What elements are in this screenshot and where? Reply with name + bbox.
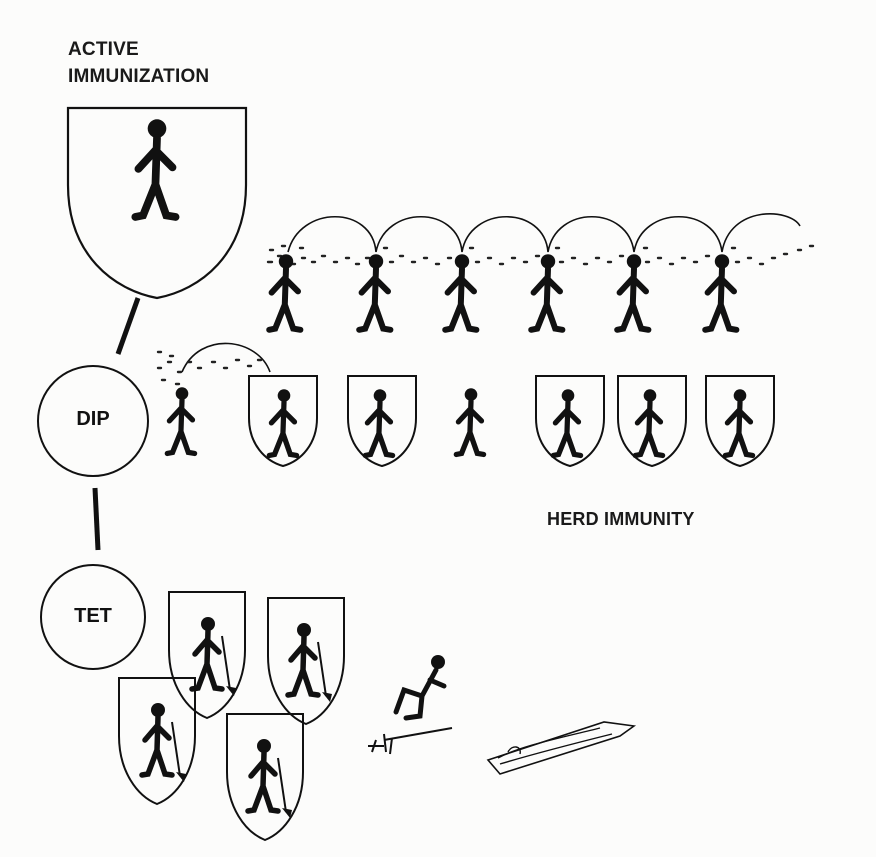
big-shield-icon (66, 106, 248, 300)
tet-circle (40, 564, 146, 670)
lying-person-icon (486, 721, 637, 775)
shield-icon (267, 597, 345, 725)
title-line-2: IMMUNIZATION (68, 66, 210, 87)
shield-icon (226, 713, 304, 841)
dip-label: DIP (76, 408, 110, 430)
herd-immunity-row (156, 342, 775, 467)
connector-line (115, 297, 141, 355)
person-with-pitchfork-icon (368, 655, 453, 755)
infection-chain-row (268, 213, 815, 330)
shield-icon (535, 375, 605, 467)
dip-circle (37, 365, 149, 477)
title-line-1: ACTIVE (68, 39, 139, 60)
shield-icon (118, 677, 196, 805)
shield-icon (347, 375, 417, 467)
shield-icon (168, 591, 246, 719)
page-title: ACTIVE IMMUNIZATION (68, 36, 278, 90)
tet-label: TET (74, 605, 112, 627)
shield-icon (617, 375, 687, 467)
herd-immunity-label: HERD IMMUNITY (547, 509, 695, 529)
shield-icon (248, 375, 318, 467)
tet-protected-group (118, 591, 345, 841)
connector-line (92, 487, 101, 551)
shield-icon (705, 375, 775, 467)
